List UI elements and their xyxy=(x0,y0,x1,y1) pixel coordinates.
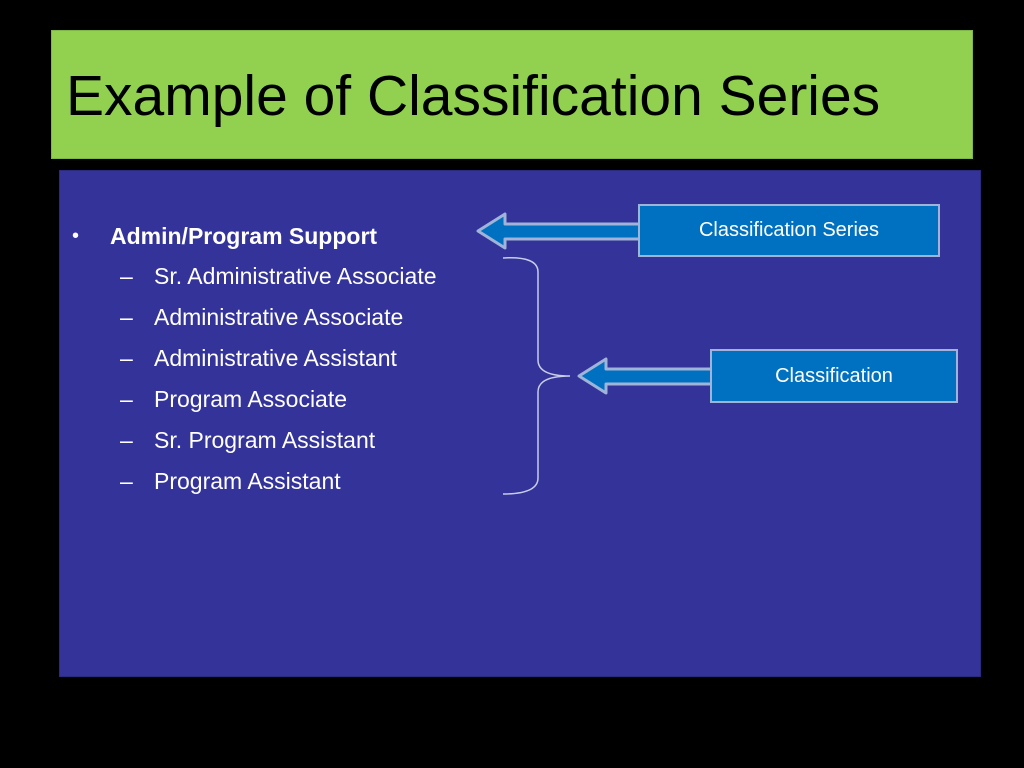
dash-icon: – xyxy=(120,386,133,412)
main-bullet-label: Admin/Program Support xyxy=(110,223,378,249)
sub-bullet-label: Sr. Administrative Associate xyxy=(154,263,437,289)
dash-icon: – xyxy=(120,304,133,330)
dash-icon: – xyxy=(120,263,133,289)
classification-label: Classification xyxy=(710,349,958,403)
bullet-icon: • xyxy=(72,225,80,247)
dash-icon: – xyxy=(120,345,133,371)
sub-bullet-label: Sr. Program Assistant xyxy=(154,427,376,453)
sub-bullet-label: Administrative Associate xyxy=(154,304,404,330)
dash-icon: – xyxy=(120,468,133,494)
slide-title: Example of Classification Series xyxy=(66,64,881,128)
title-box: Example of Classification Series xyxy=(51,30,973,159)
sub-bullet-label: Program Assistant xyxy=(154,468,341,494)
sub-bullet-label: Administrative Assistant xyxy=(154,345,397,371)
dash-icon: – xyxy=(120,427,133,453)
classification-series-label: Classification Series xyxy=(638,204,940,257)
sub-bullet-label: Program Associate xyxy=(154,386,348,412)
